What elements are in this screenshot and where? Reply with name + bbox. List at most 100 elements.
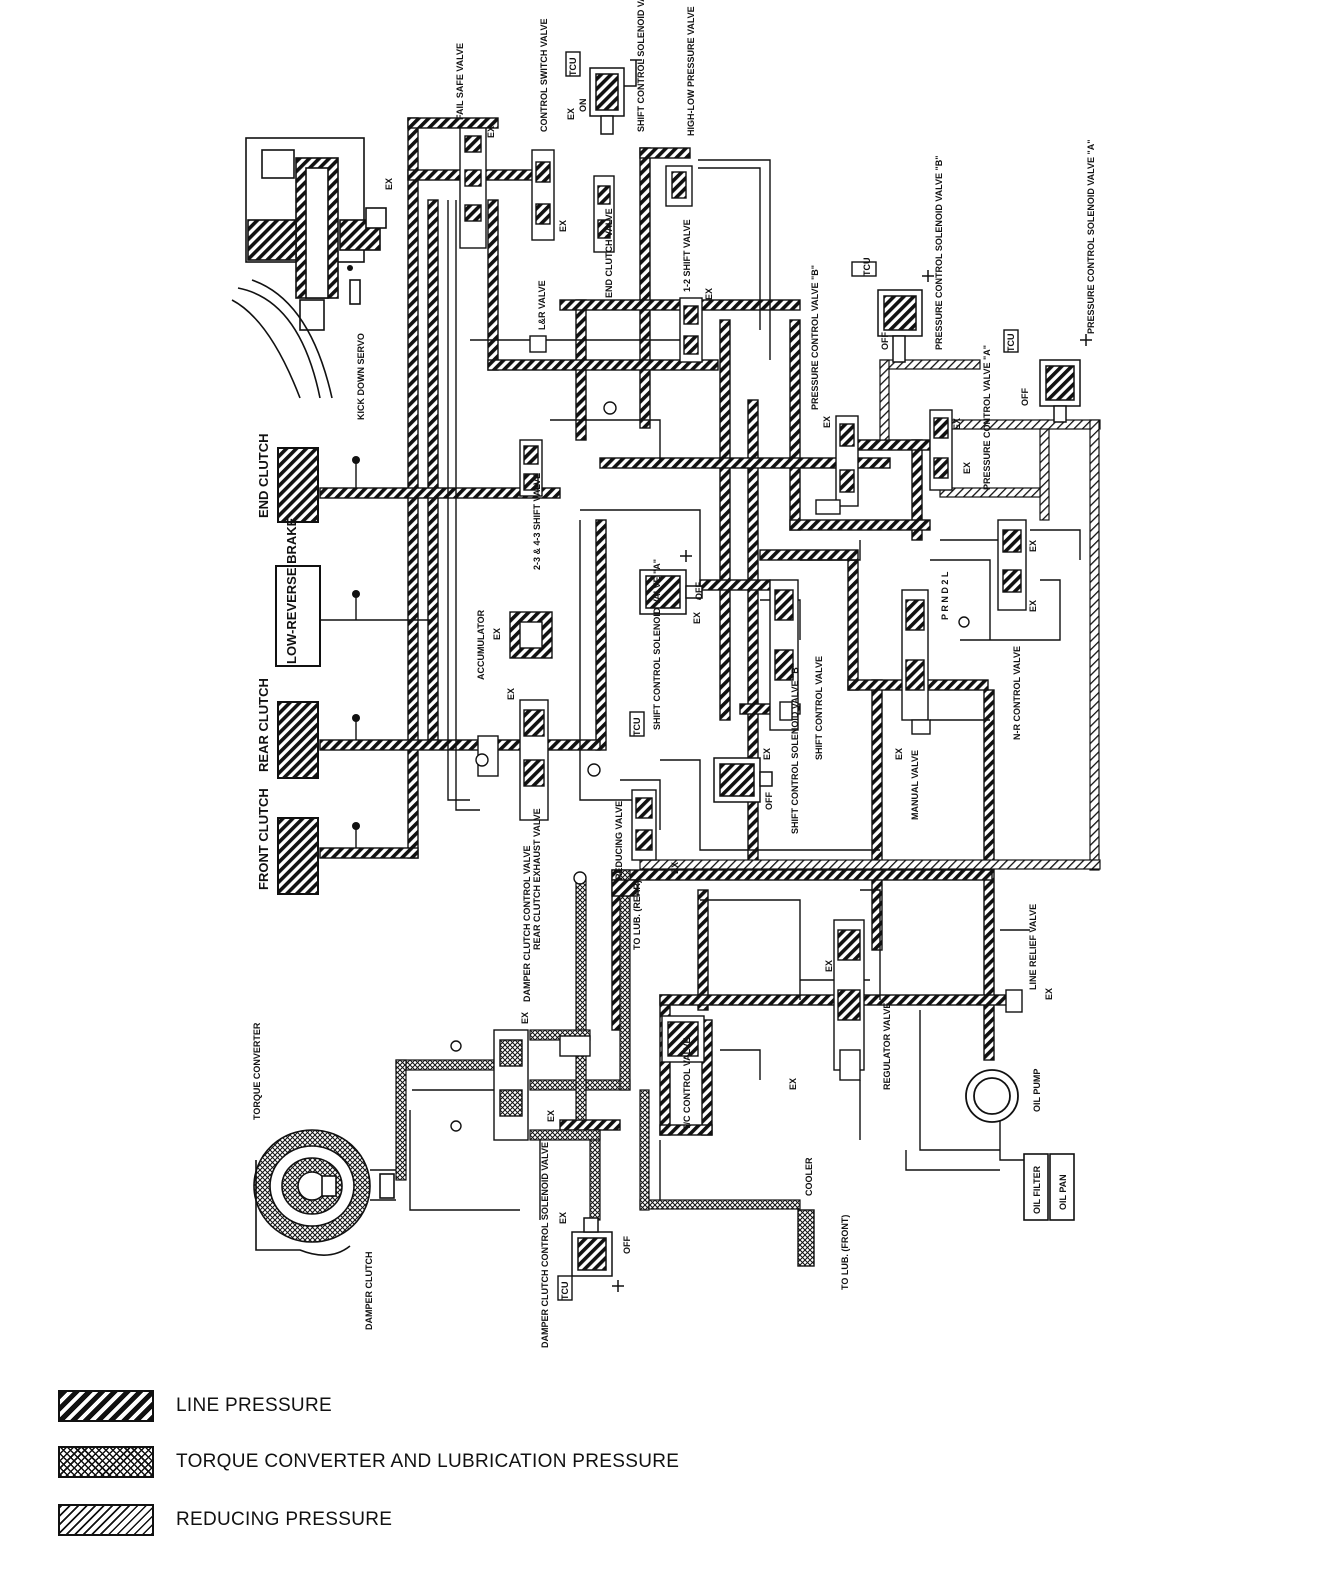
cooler (797, 1209, 815, 1267)
label-ex-9: EX (1028, 600, 1038, 612)
line-relief-valve (1005, 989, 1023, 1013)
label-ex-1: EX (486, 126, 496, 138)
unpressurized-passages (409, 159, 1081, 1220)
damper-clutch-control-solenoid (571, 1217, 624, 1292)
legend-label: TORQUE CONVERTER AND LUBRICATION PRESSUR… (176, 1451, 680, 1472)
label-ex-18: EX (788, 1078, 798, 1090)
label-damper-clutch-control-valve: DAMPER CLUTCH CONTROL VALVE (522, 846, 532, 1003)
label-oil-pump: OIL PUMP (1032, 1069, 1042, 1112)
label-ex-20: EX (546, 1110, 556, 1122)
label-shift-control-solenoid-b: SHIFT CONTROL SOLENOID VALVE "B" (790, 663, 800, 834)
label-ex-16: EX (824, 960, 834, 972)
label-line-relief-valve: LINE RELIEF VALVE (1028, 904, 1038, 990)
fail-safe-valve (459, 127, 487, 249)
pressure-control-solenoid-a (1039, 334, 1092, 423)
torque-converter-lubrication-swatch (58, 1446, 154, 1478)
shift-control-solenoid-c (589, 59, 642, 135)
pressure-control-valve-b (815, 415, 859, 515)
label-torque-converter: TORQUE CONVERTER (252, 1022, 262, 1120)
line-pressure-swatch (58, 1390, 154, 1422)
label-control-switch-valve: CONTROL SWITCH VALVE (539, 19, 549, 133)
damper-clutch-control-valve (450, 1029, 591, 1141)
tcu-c (565, 51, 581, 77)
label-ex-dc: EX (558, 1212, 568, 1224)
label-manual-valve: MANUAL VALVE (910, 750, 920, 820)
label-rear-clutch-exhaust-valve: REAR CLUTCH EXHAUST VALVE (532, 808, 542, 950)
label-tcu-sa: TCU (632, 718, 642, 737)
label-ex-off-a: OFF (1020, 388, 1030, 406)
diagram-labels: FAIL SAFE VALVE CONTROL SWITCH VALVE SHI… (252, 0, 1096, 1348)
two-three-shift-valve (519, 439, 543, 497)
label-ex-10: EX (492, 628, 502, 640)
shift-control-solenoid-b (713, 757, 773, 803)
label-off-sb: OFF (764, 792, 774, 810)
selector-detent (958, 616, 970, 628)
label-ex-17: EX (1044, 988, 1054, 1000)
label-ex-4: EX (704, 288, 714, 300)
label-one-two-shift-valve: 1-2 SHIFT VALVE (682, 219, 692, 292)
high-low-pressure-valve (665, 165, 693, 207)
label-damper-clutch-control-solenoid: DAMPER CLUTCH CONTROL SOLENOID VALVE (540, 1142, 550, 1348)
label-two-three-shift-valve: 2-3 & 4-3 SHIFT VALVE (532, 473, 542, 570)
label-tc-control-valve: T/C CONTROL VALVE (682, 1037, 692, 1130)
label-kick-down-servo: KICK DOWN SERVO (356, 333, 366, 420)
nr-control-valve (997, 519, 1027, 611)
label-regulator-valve: REGULATOR VALVE (882, 1003, 892, 1090)
label-prnd21: P R N D 2 L (940, 571, 950, 620)
label-oil-pan: OIL PAN (1058, 1174, 1068, 1210)
oil-filter-pan (1023, 1153, 1075, 1221)
kick-down-servo (231, 137, 387, 399)
label-pressure-control-solenoid-a: PRESSURE CONTROL SOLENOID VALVE "A" (1086, 139, 1096, 334)
label-ex-6: EX (952, 418, 962, 430)
label-off-dc: OFF (622, 1236, 632, 1254)
label-end-clutch-valve: END CLUTCH VALVE (604, 208, 614, 298)
label-ex-off-b: OFF (880, 332, 890, 350)
check-ball (347, 265, 353, 271)
shift-control-valve (769, 579, 799, 731)
legend-label: LINE PRESSURE (176, 1395, 332, 1416)
label-ex-15: EX (670, 862, 680, 874)
label-ex-19: EX (520, 1012, 530, 1024)
label-tcu-dc: TCU (560, 1282, 570, 1301)
tcu-sa (629, 711, 645, 737)
reducing-pressure-swatch (58, 1504, 154, 1536)
legend-label: REDUCING PRESSURE (176, 1509, 393, 1530)
label-shift-control-solenoid-a: SHIFT CONTROL SOLENOID VALVE "A" (652, 559, 662, 730)
legend-item-torque-converter-lubrication: TORQUE CONVERTER AND LUBRICATION PRESSUR… (58, 1446, 679, 1478)
reducing-valve (611, 789, 657, 897)
label-ex-c: EX (566, 108, 576, 120)
oil-pump (965, 1069, 1019, 1123)
label-on-c: ON (578, 99, 588, 113)
label-cooler: COOLER (804, 1157, 814, 1196)
label-tcu-b: TCU (862, 258, 872, 277)
label-high-low-pressure-valve: HIGH-LOW PRESSURE VALVE (686, 6, 696, 136)
torque-converter (253, 1129, 396, 1256)
label-to-lub-rear: TO LUB. (REAR) (632, 880, 642, 950)
label-end-clutch: END CLUTCH (256, 434, 271, 519)
control-switch-valve (531, 149, 555, 241)
regulator-valve (833, 919, 865, 1081)
label-ex-14: EX (894, 748, 904, 760)
shift-control-solenoid-a (639, 550, 703, 615)
label-tcu-a: TCU (1006, 334, 1016, 353)
check-valves (475, 401, 617, 885)
label-ex-13: EX (762, 748, 772, 760)
low-reverse-brake (275, 565, 430, 667)
label-oil-filter: OIL FILTER (1032, 1165, 1042, 1214)
one-two-shift-valve (679, 297, 703, 363)
front-clutch (277, 817, 360, 895)
reducing-pressure-passages (639, 359, 1101, 871)
label-to-lub-front: TO LUB. (FRONT) (840, 1215, 850, 1290)
lr-valve (529, 335, 547, 353)
label-shift-control-solenoid-c: SHIFT CONTROL SOLENOID VALVE "C" (636, 0, 646, 132)
label-ex-8: EX (1028, 540, 1038, 552)
label-fail-safe-valve: FAIL SAFE VALVE (455, 43, 465, 120)
label-low-reverse-brake: LOW-REVERSE BRAKE (284, 517, 299, 664)
label-pressure-control-valve-a: PRESSURE CONTROL VALVE "A" (982, 345, 992, 490)
label-front-clutch: FRONT CLUTCH (256, 788, 271, 890)
label-off-sa: OFF (694, 582, 704, 600)
label-damper-clutch: DAMPER CLUTCH (364, 1252, 374, 1331)
label-ex-3: EX (558, 220, 568, 232)
legend-item-reducing-pressure: REDUCING PRESSURE (58, 1504, 392, 1536)
label-nr-control-valve: N-R CONTROL VALVE (1012, 646, 1022, 740)
